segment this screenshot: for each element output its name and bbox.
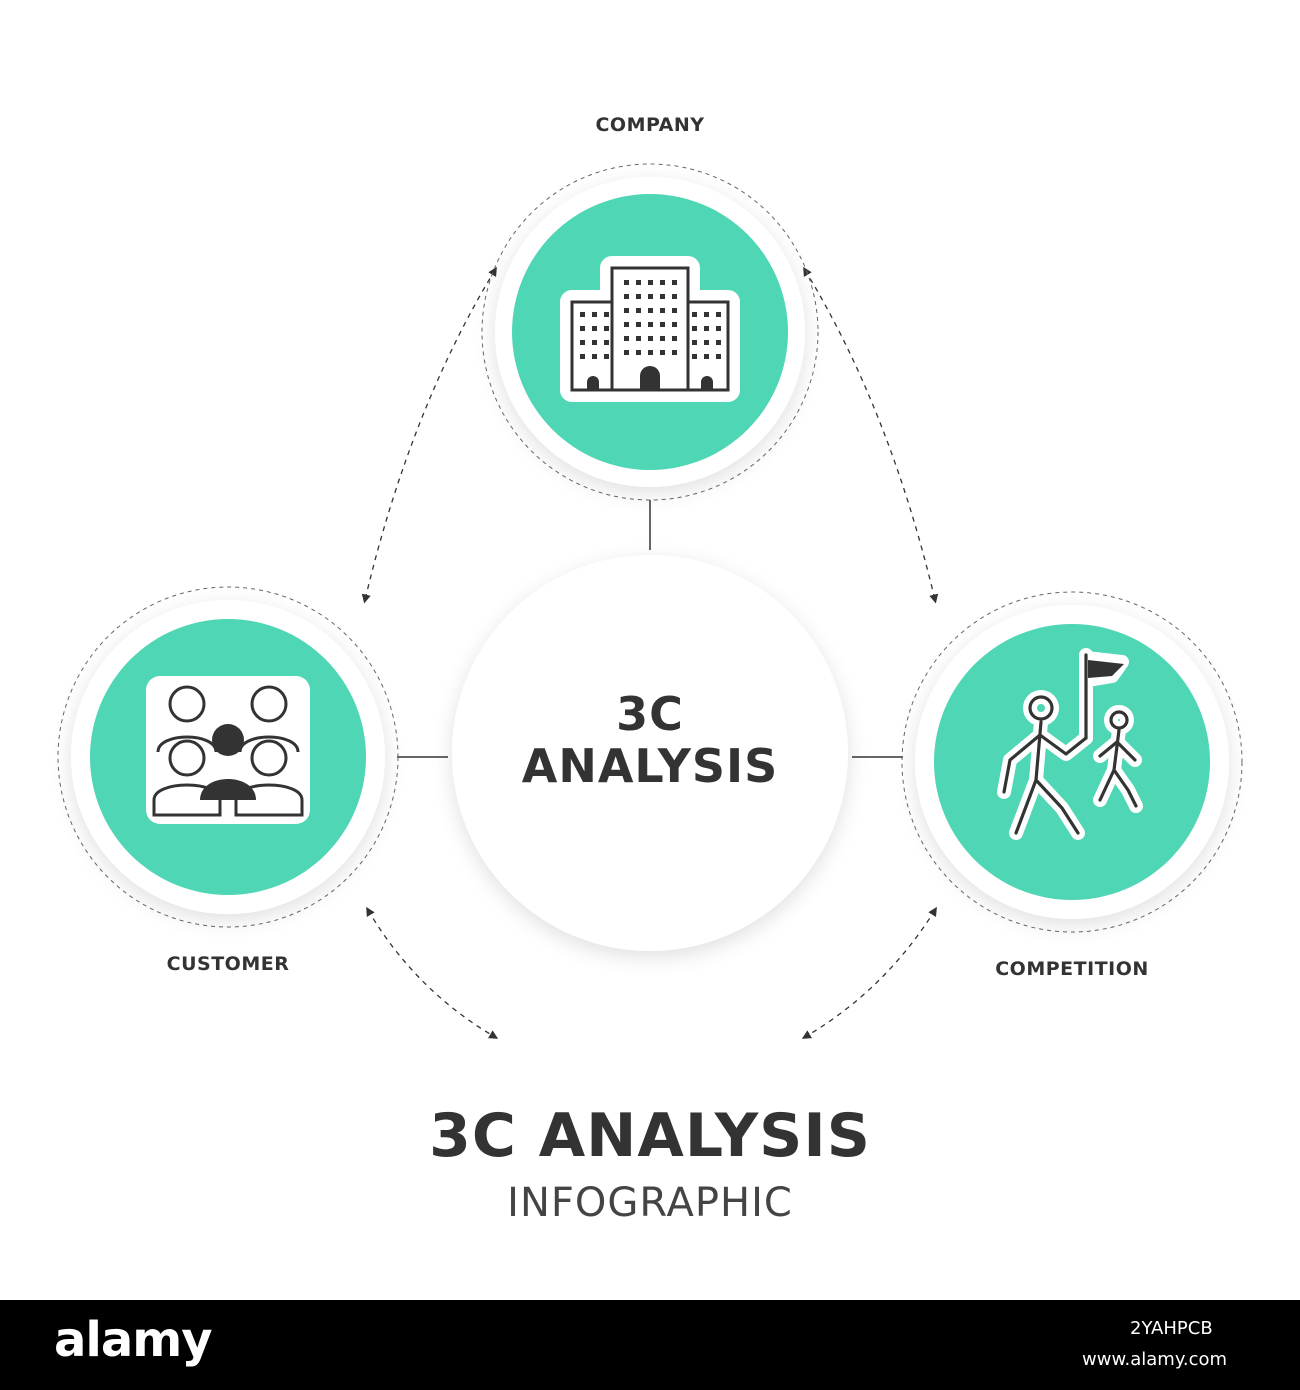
infographic-canvas: COMPANY CUSTOMER COMPETITION 3C ANALYSIS… <box>57 114 1243 1226</box>
competition-accent-disc <box>934 624 1210 900</box>
infographic-subtitle: INFOGRAPHIC <box>507 1180 793 1226</box>
stock-footer-bar <box>0 1300 1300 1390</box>
competition-dashed-ring <box>901 591 1243 933</box>
center-title: 3C ANALYSIS <box>450 688 850 792</box>
race-to-flag-icon <box>997 648 1143 840</box>
center-circle <box>452 555 848 951</box>
infographic-title: 3C ANALYSIS <box>429 1101 871 1171</box>
arrow-company-competition <box>803 266 939 604</box>
center-title-line1: 3C <box>616 687 684 741</box>
office-buildings-icon <box>560 256 740 402</box>
company-dashed-ring <box>481 163 819 501</box>
company-label: COMPANY <box>595 114 705 136</box>
customer-dashed-ring <box>57 586 399 928</box>
brand-logo: alamy <box>54 1312 213 1368</box>
people-group-icon <box>146 676 310 824</box>
diagram <box>57 163 1243 1039</box>
site-url: www.alamy.com <box>1082 1349 1228 1370</box>
image-id: 2YAHPCB <box>1130 1318 1213 1339</box>
arrow-customer-bottom <box>366 906 499 1039</box>
center-title-line2: ANALYSIS <box>521 739 779 793</box>
competition-label: COMPETITION <box>995 958 1149 980</box>
customer-label: CUSTOMER <box>166 953 290 975</box>
arrow-competition-bottom <box>801 906 937 1039</box>
competition-node <box>901 591 1243 933</box>
arrow-company-customer <box>361 266 497 604</box>
